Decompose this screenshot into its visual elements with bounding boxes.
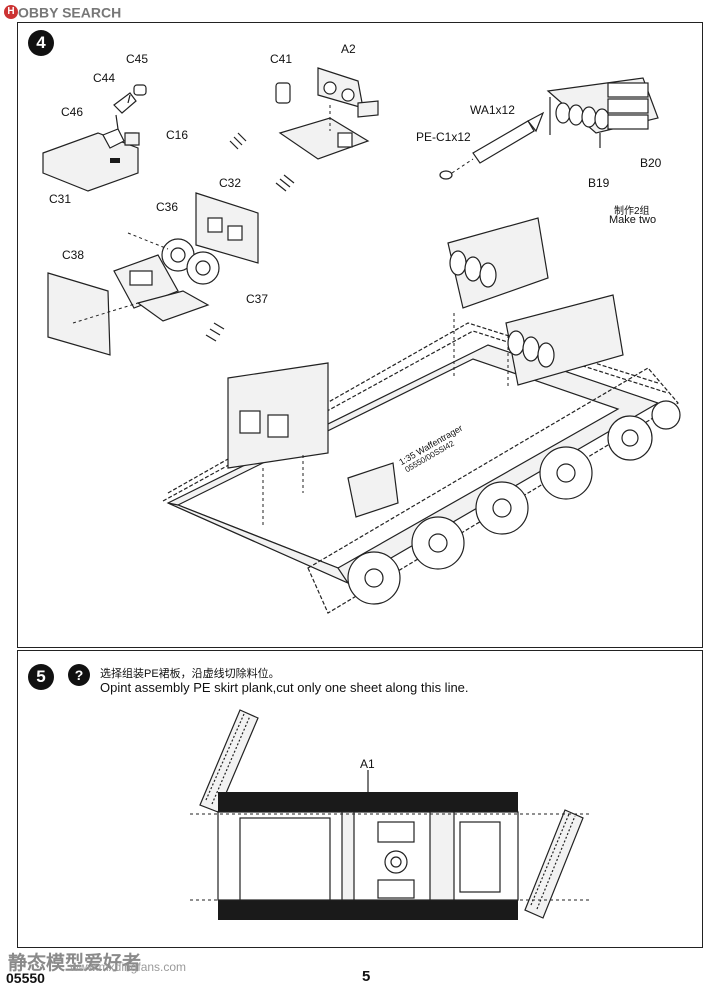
footer-code: 05550 [6,970,45,986]
shell-rack-b19-b20 [546,77,659,148]
label-pe-c1: PE-C1x12 [416,130,471,144]
label-c46: C46 [61,105,84,119]
tank-hull [162,313,681,614]
a2-bracket-group [275,67,379,160]
footer-watermark-url: www.mxdingfans.com [70,960,187,974]
label-c32: C32 [219,176,242,190]
label-c44: C44 [93,71,116,85]
label-b20: B20 [640,156,662,170]
step4-diagram [42,67,681,614]
make-two-cn: 制作2组 [614,206,650,217]
step5-diagram [190,709,590,920]
label-c41: C41 [270,52,293,66]
label-c36: C36 [156,200,179,214]
shell-assembly [439,111,545,180]
left-skirt-plate [199,709,259,813]
step5-instruction-cn: 选择组装PE裙板，沿虚线切除料位。 [100,668,280,680]
rear-panel-group [47,192,259,356]
mounted-shell-racks [447,217,624,386]
step5-instruction-en: Opint assembly PE skirt plank,cut only o… [100,680,469,695]
label-b19: B19 [588,176,610,190]
step4-panel [17,22,703,648]
footer-page-number: 5 [362,968,371,985]
right-skirt-plate [524,809,584,919]
label-c31: C31 [49,192,72,206]
a1-hull-top [190,770,590,920]
label-wa1: WA1x12 [470,103,515,117]
assembly-arrow-2 [275,174,295,192]
assembly-arrow-3 [205,322,225,342]
label-a1: A1 [360,757,375,771]
label-c37: C37 [246,292,269,306]
label-c16: C16 [166,128,189,142]
c16-part [124,132,140,146]
footer-watermark-cn: 静态模型爱好者 [8,953,142,974]
label-c45: C45 [126,52,149,66]
step5-badge: 5 [28,664,54,690]
step5-panel [17,650,703,948]
label-c38: C38 [62,248,85,262]
make-two-en: Make two [609,214,657,226]
label-a2: A2 [341,42,356,56]
hobbysearch-logo-icon: H [4,5,18,20]
info-icon: ? [68,664,90,686]
step4-badge: 4 [28,30,54,56]
assembly-arrow-1 [229,132,247,150]
